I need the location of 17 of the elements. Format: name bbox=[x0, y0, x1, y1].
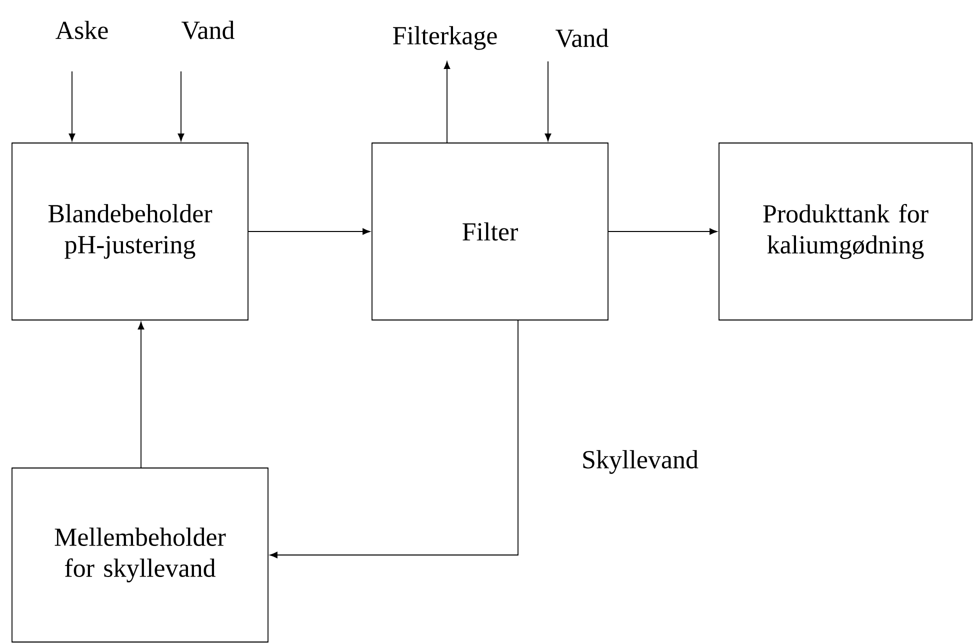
arrow bbox=[270, 320, 518, 558]
stream-label: Vand bbox=[556, 28, 608, 48]
arrow bbox=[544, 60, 552, 142]
process-box: Produkttank for kaliumgødning bbox=[718, 142, 972, 320]
arrow bbox=[68, 70, 76, 142]
arrow bbox=[138, 322, 144, 468]
stream-label: Filterkage bbox=[393, 26, 497, 50]
stream-label: Vand bbox=[182, 20, 234, 40]
arrow bbox=[178, 70, 184, 142]
process-box: Blandebeholder pH-justering bbox=[12, 142, 248, 320]
stream-label: Aske bbox=[56, 20, 108, 40]
arrow bbox=[444, 61, 450, 143]
arrow bbox=[608, 228, 718, 235]
process-box: Filter bbox=[372, 142, 608, 320]
process-box: Mellembeholder for skyllevand bbox=[12, 468, 268, 642]
edge-label: Skyllevand bbox=[580, 448, 700, 476]
arrow bbox=[248, 228, 370, 235]
